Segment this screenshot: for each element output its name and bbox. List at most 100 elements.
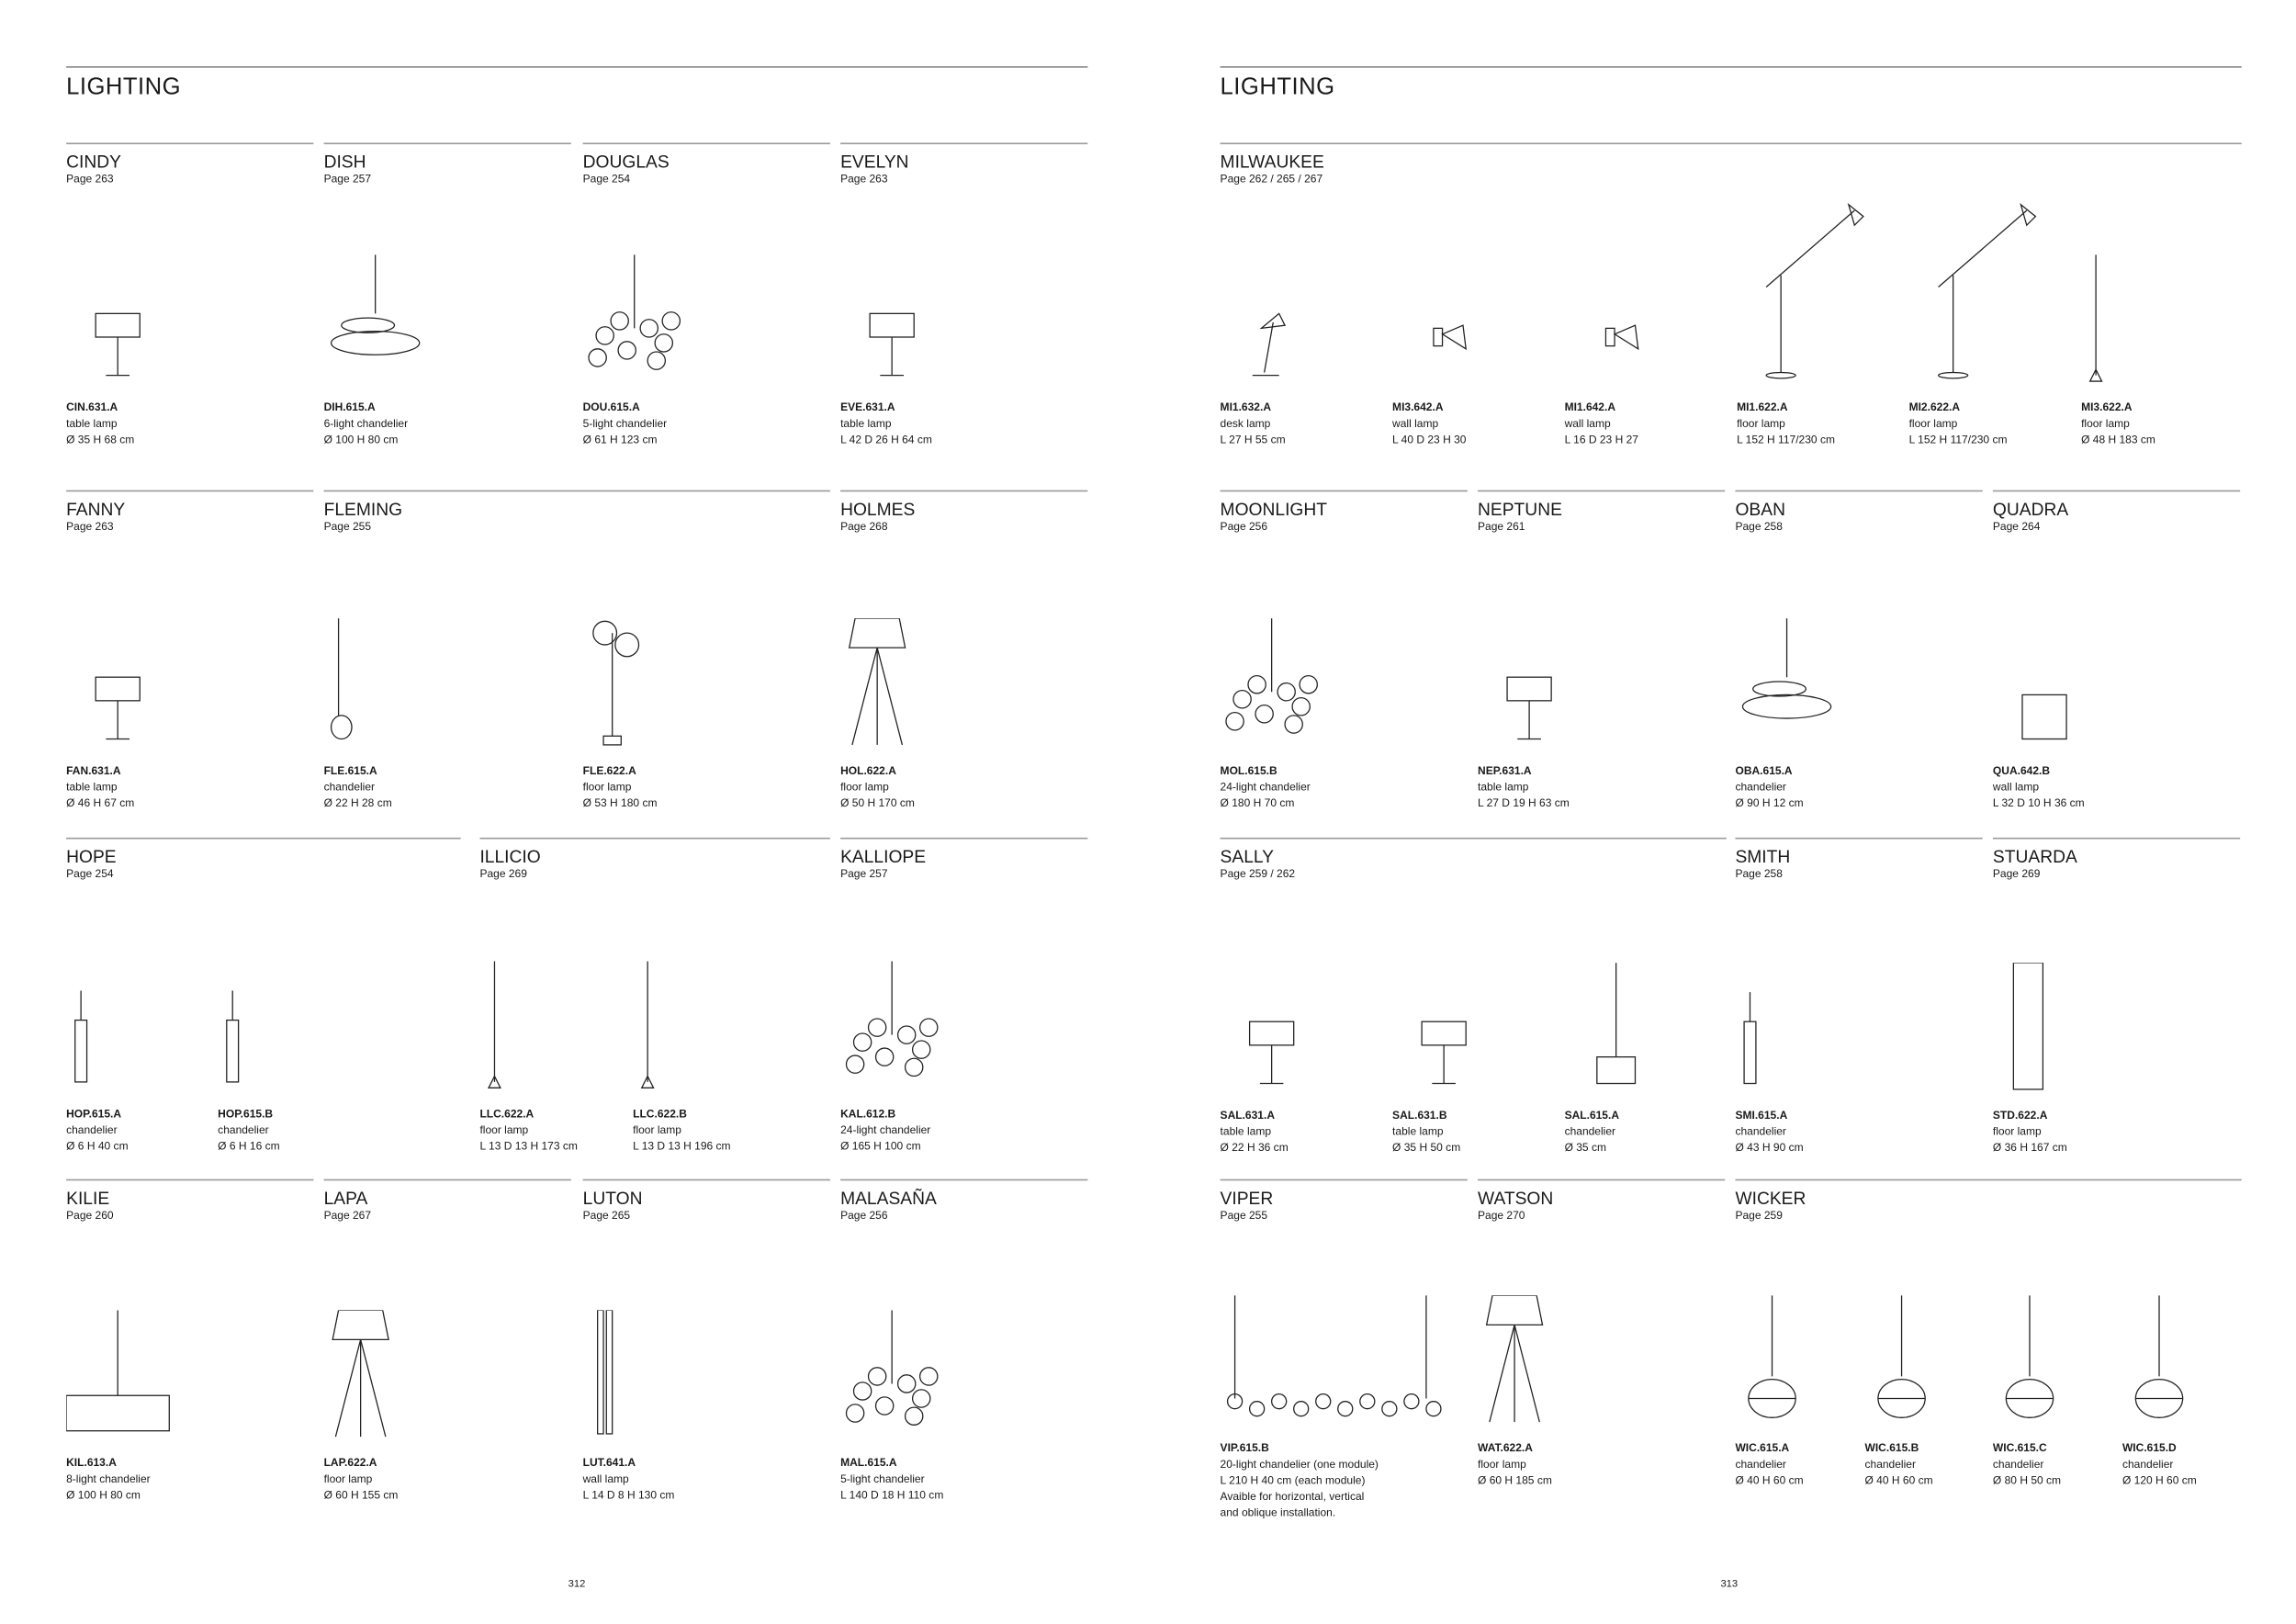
- product-section: HOLMES Page 268: [840, 490, 1088, 822]
- product-dimensions: Ø 6 H 40 cm: [66, 1139, 129, 1153]
- section-page-ref: Page 259 / 262: [1220, 866, 1296, 881]
- section-name: DISH: [323, 152, 366, 173]
- product-code: VIP.615.B: [1220, 1440, 1269, 1455]
- product-code: CIN.631.A: [66, 400, 118, 414]
- product-type: table lamp: [1220, 1124, 1272, 1138]
- product-code: OBA.615.A: [1735, 763, 1793, 778]
- product-section: SMITH Page 258: [1735, 837, 1983, 1166]
- product-type: wall lamp: [1564, 416, 1611, 430]
- product-dimensions: Ø 120 H 60 cm: [2122, 1473, 2197, 1487]
- product-dimensions: Ø 22 H 28 cm: [323, 796, 392, 810]
- product-code: MAL.615.A: [840, 1455, 897, 1470]
- product-type: table lamp: [66, 780, 118, 794]
- product-section: KILIE Page 260: [66, 1179, 314, 1514]
- section-page-ref: Page 265: [582, 1208, 631, 1223]
- section-page-ref: Page 254: [66, 866, 114, 881]
- section-divider: [1478, 1179, 1726, 1181]
- product-code: MI1.622.A: [1737, 400, 1788, 414]
- section-divider: [840, 142, 1088, 145]
- desk-lamp-icon: [1221, 254, 1331, 387]
- product-type: 24-light chandelier: [840, 1122, 931, 1137]
- product-dimensions: Ø 165 H 100 cm: [840, 1139, 921, 1153]
- section-page-ref: Page 268: [840, 519, 888, 534]
- product-dimensions: Ø 35 H 50 cm: [1392, 1141, 1461, 1155]
- wicker-pendant-icon: [1993, 1295, 2103, 1427]
- section-divider: [1992, 490, 2241, 492]
- product-section: SALLY Page 259 / 262: [1220, 837, 1727, 1166]
- product-section: NEPTUNE Page 261: [1478, 490, 1726, 822]
- product-dimensions: Ø 100 H 80 cm: [323, 433, 399, 446]
- section-page-ref: Page 269: [1992, 866, 2041, 881]
- page-title: LIGHTING: [66, 74, 182, 100]
- globe-chandelier-icon: [840, 1310, 951, 1442]
- product-section: OBAN Page 258: [1735, 490, 1983, 822]
- product-type: chandelier: [1864, 1457, 1916, 1471]
- product-type: 24-light chandelier: [1220, 780, 1311, 794]
- section-name: HOPE: [66, 846, 117, 867]
- product-code: MI3.622.A: [2081, 400, 2133, 414]
- page-number: 313: [1720, 1579, 1739, 1590]
- product-type: desk lamp: [1220, 416, 1271, 430]
- section-name: ILLICIO: [479, 846, 541, 867]
- product-type: table lamp: [1478, 780, 1529, 794]
- product-type: floor lamp: [1737, 416, 1785, 430]
- section-page-ref: Page 255: [1220, 1208, 1268, 1223]
- section-page-ref: Page 258: [1735, 519, 1783, 534]
- linear-chandelier-icon: [1221, 1295, 1456, 1427]
- product-dimensions: L 40 D 23 H 30: [1392, 433, 1467, 446]
- product-code: NEP.631.A: [1478, 763, 1532, 778]
- product-dimensions: L 16 D 23 H 27: [1564, 433, 1638, 446]
- section-name: QUADRA: [1992, 499, 2069, 520]
- section-divider: [582, 142, 830, 145]
- section-name: LAPA: [323, 1188, 368, 1209]
- table-lamp-icon: [66, 618, 176, 750]
- tube-pendant-icon: [1735, 963, 1845, 1095]
- product-dimensions: Ø 35 H 68 cm: [66, 433, 135, 446]
- arm-floor-lamp-icon: [1909, 196, 2056, 387]
- product-type: chandelier: [1735, 1124, 1786, 1138]
- product-type: 5-light chandelier: [840, 1472, 925, 1486]
- product-dimensions: Ø 61 H 123 cm: [582, 433, 658, 446]
- product-section: STUARDA Page 269: [1992, 837, 2241, 1166]
- product-dimensions: Ø 6 H 16 cm: [218, 1139, 280, 1153]
- section-page-ref: Page 267: [323, 1208, 372, 1223]
- section-name: MOONLIGHT: [1220, 499, 1328, 520]
- section-name: NEPTUNE: [1478, 499, 1562, 520]
- product-dimensions: Ø 50 H 170 cm: [840, 796, 915, 810]
- product-code: HOP.615.A: [66, 1107, 122, 1121]
- ring-chandelier-icon: [324, 254, 434, 387]
- product-dimensions: L 13 D 13 H 196 cm: [633, 1139, 731, 1153]
- product-code: KIL.613.A: [66, 1455, 117, 1470]
- section-divider: [1220, 142, 2242, 145]
- product-type: floor lamp: [633, 1122, 681, 1137]
- section-page-ref: Page 257: [840, 866, 888, 881]
- section-page-ref: Page 263: [66, 519, 114, 534]
- product-code: MI1.642.A: [1564, 400, 1616, 414]
- globe-chandelier-icon: [1221, 618, 1331, 750]
- product-code: WAT.622.A: [1478, 1440, 1533, 1455]
- product-type: table lamp: [66, 416, 118, 430]
- product-type: floor lamp: [582, 780, 632, 794]
- product-type: chandelier: [1564, 1124, 1616, 1138]
- arm-floor-lamp-icon: [1737, 196, 1884, 387]
- product-dimensions: Ø 40 H 60 cm: [1735, 1473, 1804, 1487]
- section-divider: [66, 1179, 314, 1181]
- product-section: WICKER Page 259: [1735, 1179, 2242, 1499]
- product-section: MILWAUKEE Page 262 / 265 / 267: [1220, 142, 2242, 457]
- section-divider: [323, 1179, 571, 1181]
- product-dimensions: Ø 43 H 90 cm: [1735, 1141, 1804, 1155]
- product-section: QUADRA Page 264: [1992, 490, 2241, 822]
- section-divider: [840, 1179, 1088, 1181]
- product-code: MOL.615.B: [1220, 763, 1277, 778]
- product-section: CINDY Page 263: [66, 142, 314, 457]
